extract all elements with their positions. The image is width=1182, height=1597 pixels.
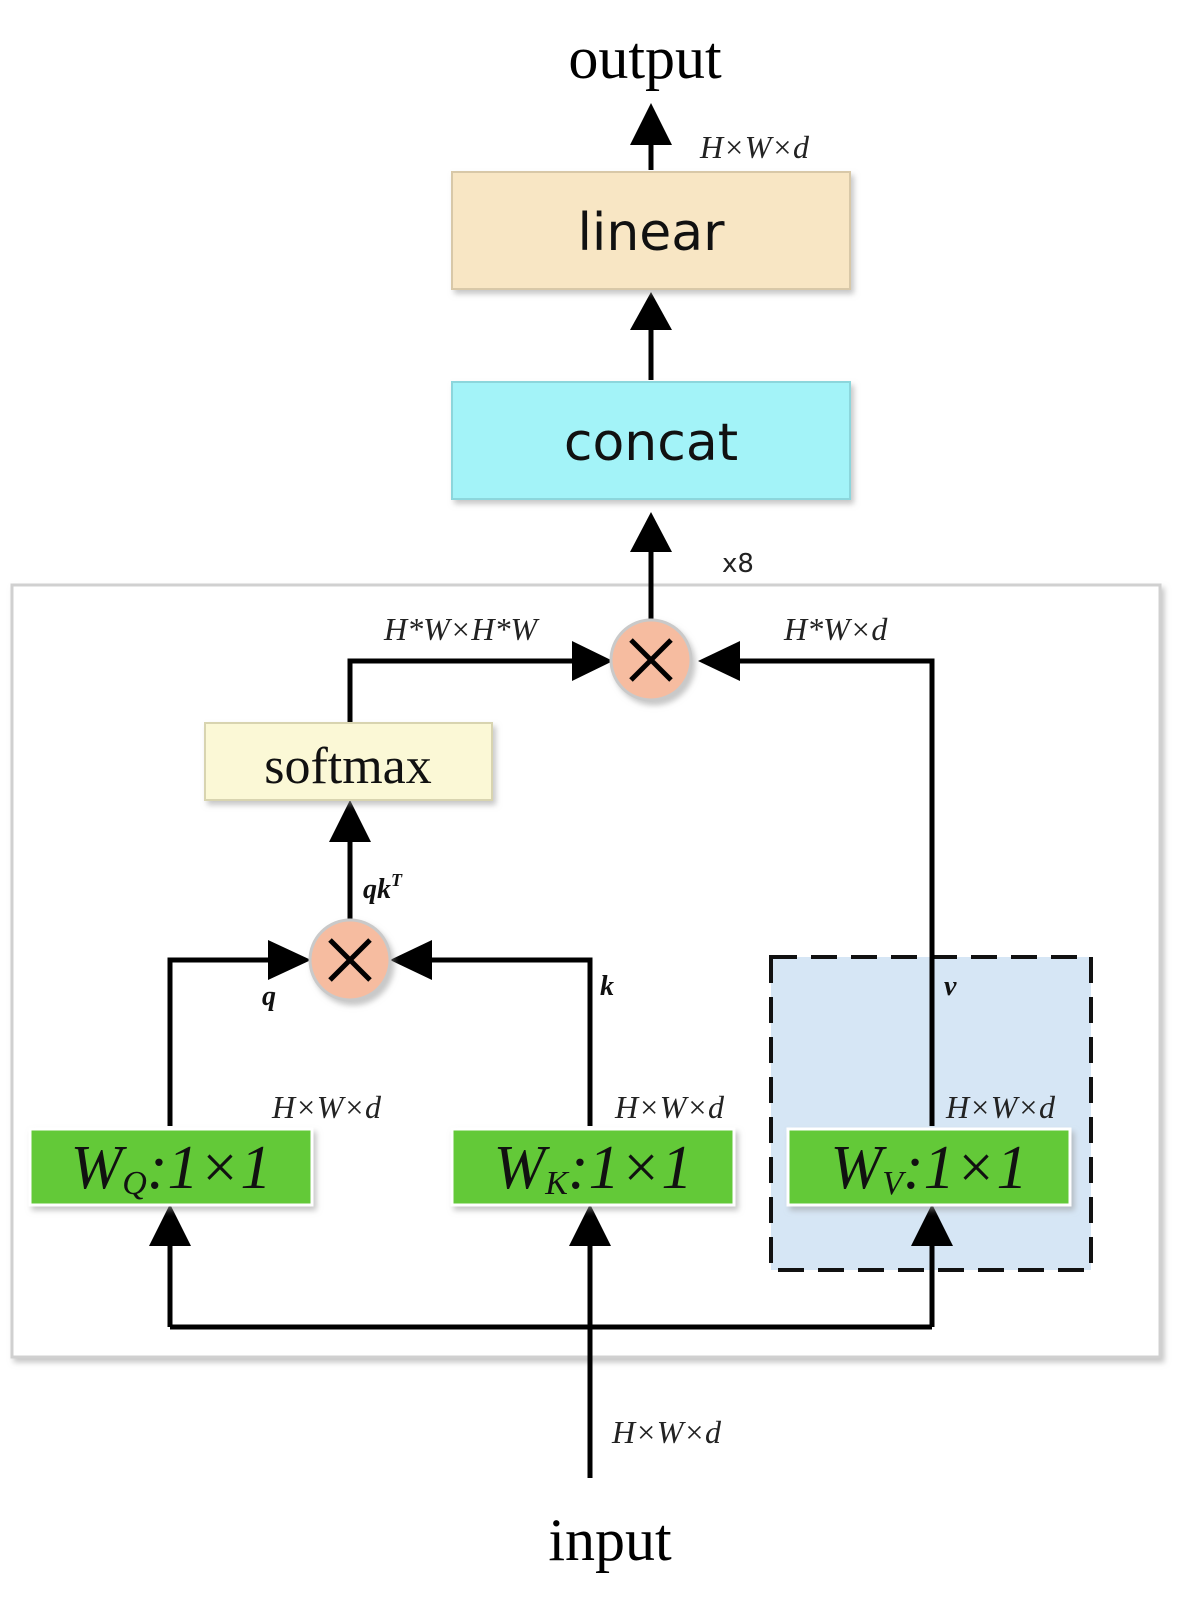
output-label: output [568,25,722,91]
concat-box [451,381,851,500]
qk-var-label: qkT [363,870,403,905]
arrowhead-linear [630,292,672,330]
arrowhead-concat [630,512,672,552]
arrowhead-q-to-mult [268,940,311,980]
softmax-out-line [347,658,580,725]
multiply-operator-top [609,618,693,702]
wq-box [28,1127,314,1207]
multiply-operator-qk [308,918,392,1002]
dim-input: H×W×d [611,1414,722,1450]
k-var-label: k [600,971,614,1002]
dim-wv-out: H×W×d [945,1089,1056,1125]
k-line [424,957,593,1126]
repeat-label: x8 [722,549,754,579]
concat-label: concat [564,413,738,473]
arrowhead-softmax-to-mult [572,641,613,681]
wv-box [786,1127,1072,1207]
wq-label: WQ:1×1 [71,1134,272,1202]
arrowhead-wv [911,1204,953,1246]
wk-box [450,1127,736,1207]
q-line [167,957,276,1126]
arrowhead-v-to-mult [698,641,740,681]
softmax-label: softmax [264,738,432,795]
wv-label: WV:1×1 [831,1134,1028,1202]
arrowhead-wk [569,1204,611,1246]
dim-wk-out: H×W×d [614,1089,725,1125]
dim-linear-out: H×W×d [699,129,810,165]
arrowhead-wq [149,1204,191,1246]
linear-label: linear [577,203,725,263]
wk-label: WK:1×1 [494,1134,693,1202]
dim-wq-out: H×W×d [271,1089,382,1125]
v-line [732,658,935,1126]
dim-softmax-out: H*W×H*W [383,611,540,647]
v-var-label: v [944,971,957,1002]
arrowhead-k-to-mult [390,940,432,980]
softmax-box [204,722,493,801]
input-label: input [548,1507,672,1573]
arrowhead-qk-to-softmax [329,800,371,842]
arrowhead-output [630,103,672,145]
linear-box [451,171,851,290]
dim-v-in: H*W×d [783,611,888,647]
q-var-label: q [262,981,276,1012]
